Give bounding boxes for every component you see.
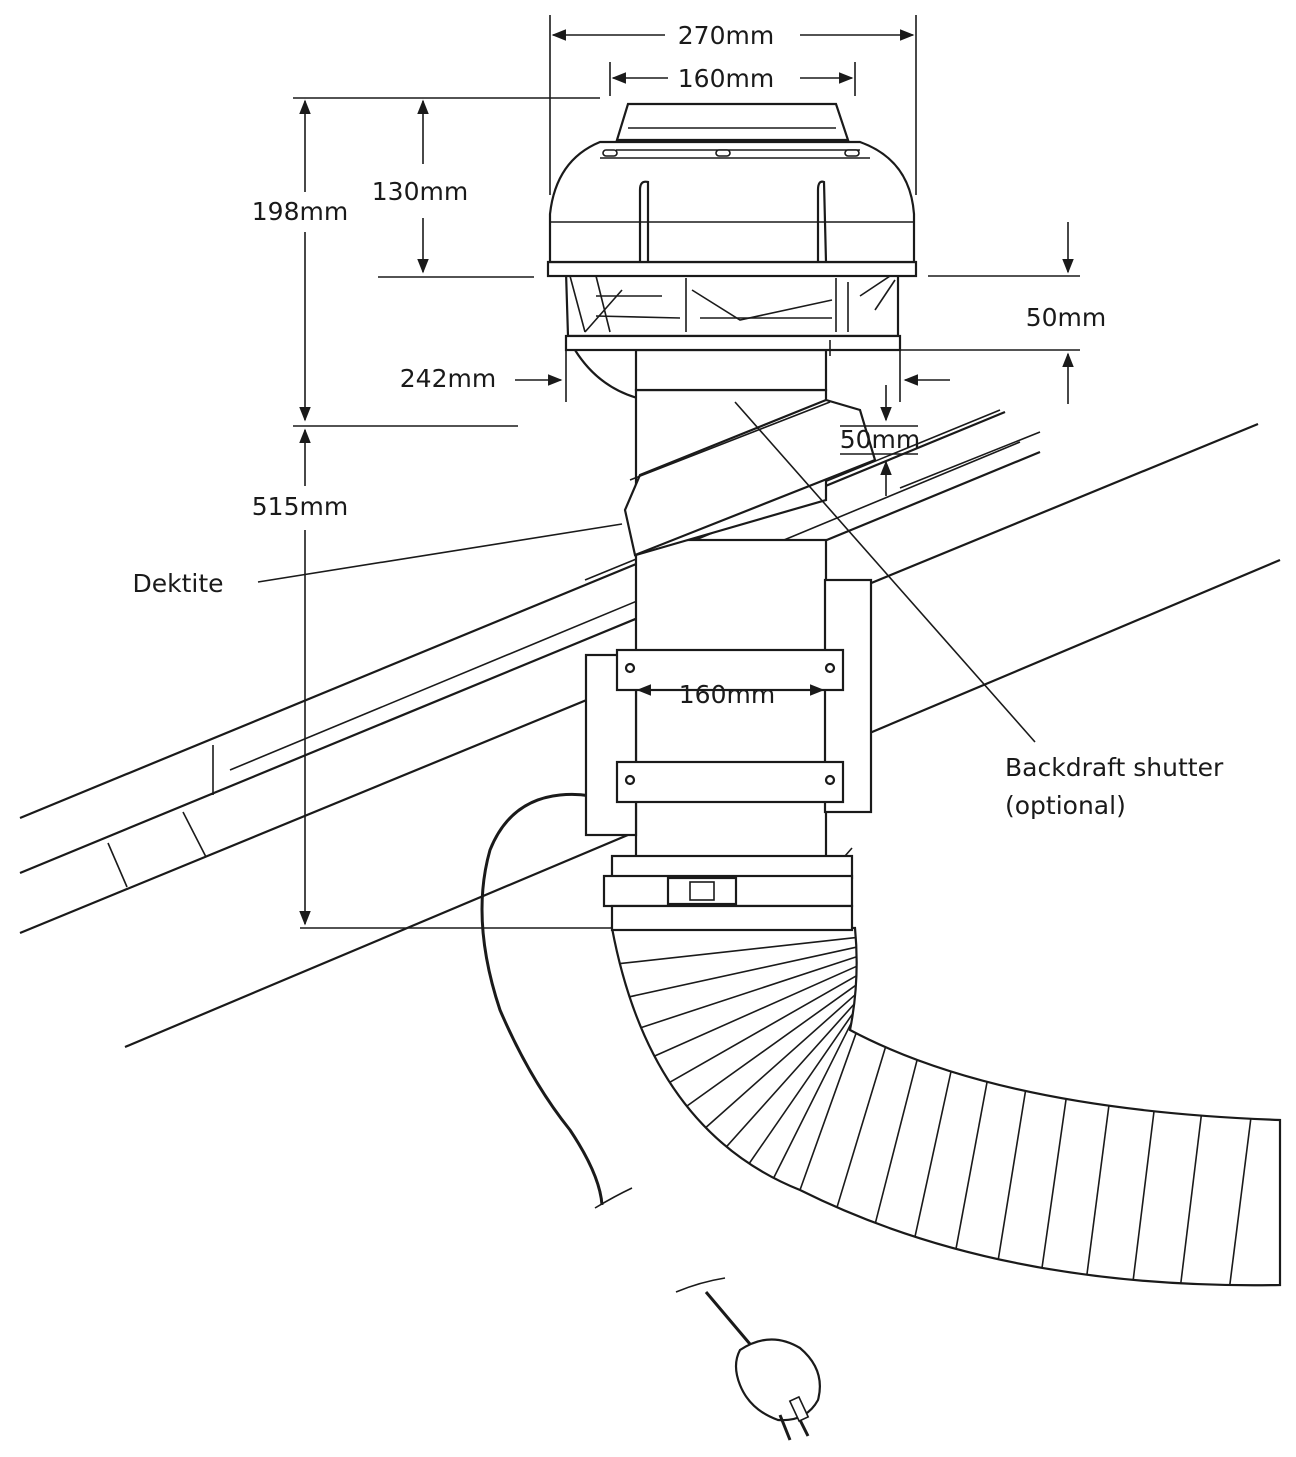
roof-fan-unit xyxy=(546,102,918,392)
dim-fan-height: 198mm xyxy=(252,197,348,226)
duct-rib xyxy=(669,975,857,1083)
duct-rib xyxy=(1229,1118,1252,1286)
duct-rib xyxy=(799,1032,857,1191)
dim-duct-diameter: 160mm xyxy=(679,680,775,709)
dektite-flashing xyxy=(623,388,877,557)
leader-lines xyxy=(257,401,1036,743)
duct-rib xyxy=(1086,1105,1110,1275)
dim-collar-height: 50mm xyxy=(840,425,921,454)
flexible-duct xyxy=(610,926,1282,1287)
dimension-labels: 270mm 160mm 198mm 130mm 50mm 242mm 50mm … xyxy=(252,21,1106,709)
duct-rib xyxy=(705,994,856,1129)
duct-rib xyxy=(748,1012,854,1164)
duct-rib xyxy=(686,984,857,1107)
dim-side-gap: 50mm xyxy=(1026,303,1107,332)
duct-rib xyxy=(1132,1111,1155,1280)
label-optional: (optional) xyxy=(1005,791,1126,820)
duct-rib xyxy=(955,1081,988,1249)
duct-rib xyxy=(640,956,857,1029)
duct-rib xyxy=(725,1003,855,1148)
duct-rib xyxy=(836,1046,887,1208)
stub-pipe xyxy=(584,538,873,932)
dim-duct-length: 515mm xyxy=(252,492,348,521)
label-backdraft-shutter: Backdraft shutter xyxy=(1005,753,1224,782)
duct-rib xyxy=(1180,1115,1203,1284)
label-dektite: Dektite xyxy=(132,569,223,598)
duct-rib xyxy=(1041,1098,1067,1269)
dimension-lines xyxy=(293,15,1080,929)
dim-outlet-width: 160mm xyxy=(678,64,774,93)
dim-overall-width: 270mm xyxy=(678,21,774,50)
duct-rib xyxy=(629,946,857,998)
callout-labels: Dektite Backdraft shutter (optional) xyxy=(132,569,1223,820)
duct-rib xyxy=(619,936,856,965)
dim-base-width: 242mm xyxy=(400,364,496,393)
duct-rib xyxy=(654,965,857,1057)
dim-cowl-height: 130mm xyxy=(372,177,468,206)
duct-rib xyxy=(997,1090,1027,1260)
plug-icon xyxy=(734,1338,821,1441)
duct-rib xyxy=(914,1071,952,1237)
duct-rib xyxy=(772,1022,853,1179)
duct-rib xyxy=(874,1059,918,1224)
duct-ribs xyxy=(619,936,1252,1286)
